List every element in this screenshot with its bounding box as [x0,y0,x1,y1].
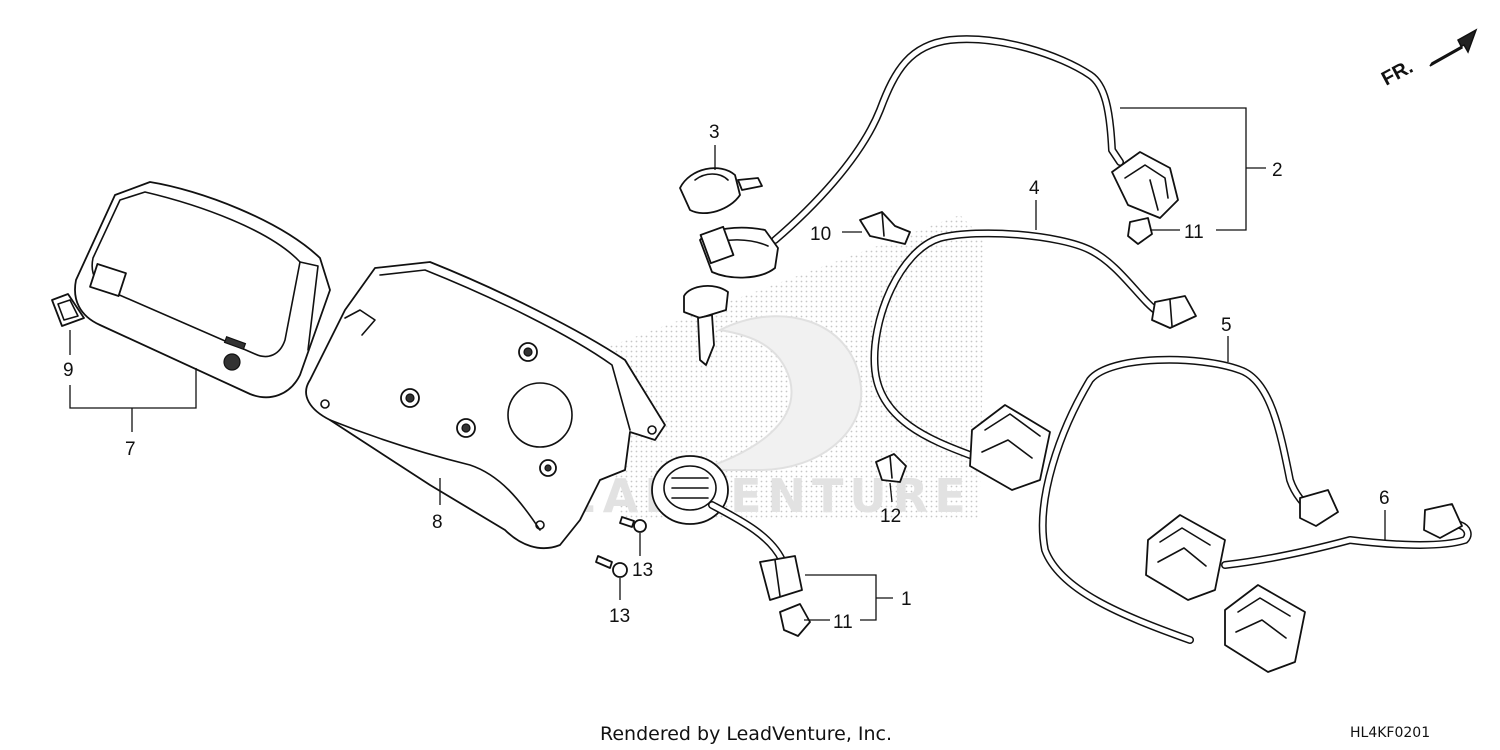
meter-bracket [305,261,666,549]
arrow-icon [1429,28,1478,67]
callout-9: 9 [63,360,74,381]
harness-part-4 [870,229,1197,491]
callout-11-lower: 11 [833,612,853,633]
callout-4: 4 [1029,178,1040,199]
indicator-lens [51,293,85,327]
callout-3: 3 [709,122,720,143]
harness-part-6 [1221,503,1472,569]
socket-part-1 [651,455,803,601]
sensor-part-10 [859,211,911,245]
callout-13-upper: 13 [632,560,653,581]
diagram-code: HL4KF0201 [1350,725,1430,741]
footer-credit: Rendered by LeadVenture, Inc. [600,723,892,745]
callout-1: 1 [901,589,912,610]
harness-part-5 [1038,355,1339,673]
callout-8: 8 [432,512,443,533]
direction-label: FR. [1378,56,1417,91]
clip-lower [779,603,811,637]
key-cap [679,167,763,215]
callouts: 1 2 3 4 5 6 7 8 9 10 11 11 12 13 13 [63,122,1390,633]
leader-lines [69,107,1386,621]
connector-part-2 [1111,151,1179,219]
callout-6: 6 [1379,488,1390,509]
screw-upper [619,516,647,533]
clip-part-12 [875,453,907,483]
callout-11-upper: 11 [1184,222,1204,243]
callout-10: 10 [810,224,831,245]
callout-13-lower: 13 [609,606,630,627]
meter-assembly [74,181,331,399]
screw-lower [595,555,628,578]
front-direction-indicator: FR. [1378,28,1478,91]
callout-7: 7 [125,439,136,460]
callout-12: 12 [880,506,901,527]
callout-5: 5 [1221,315,1232,336]
clip-upper [1127,217,1153,245]
callout-2: 2 [1272,160,1283,181]
ignition-switch [683,35,1124,366]
